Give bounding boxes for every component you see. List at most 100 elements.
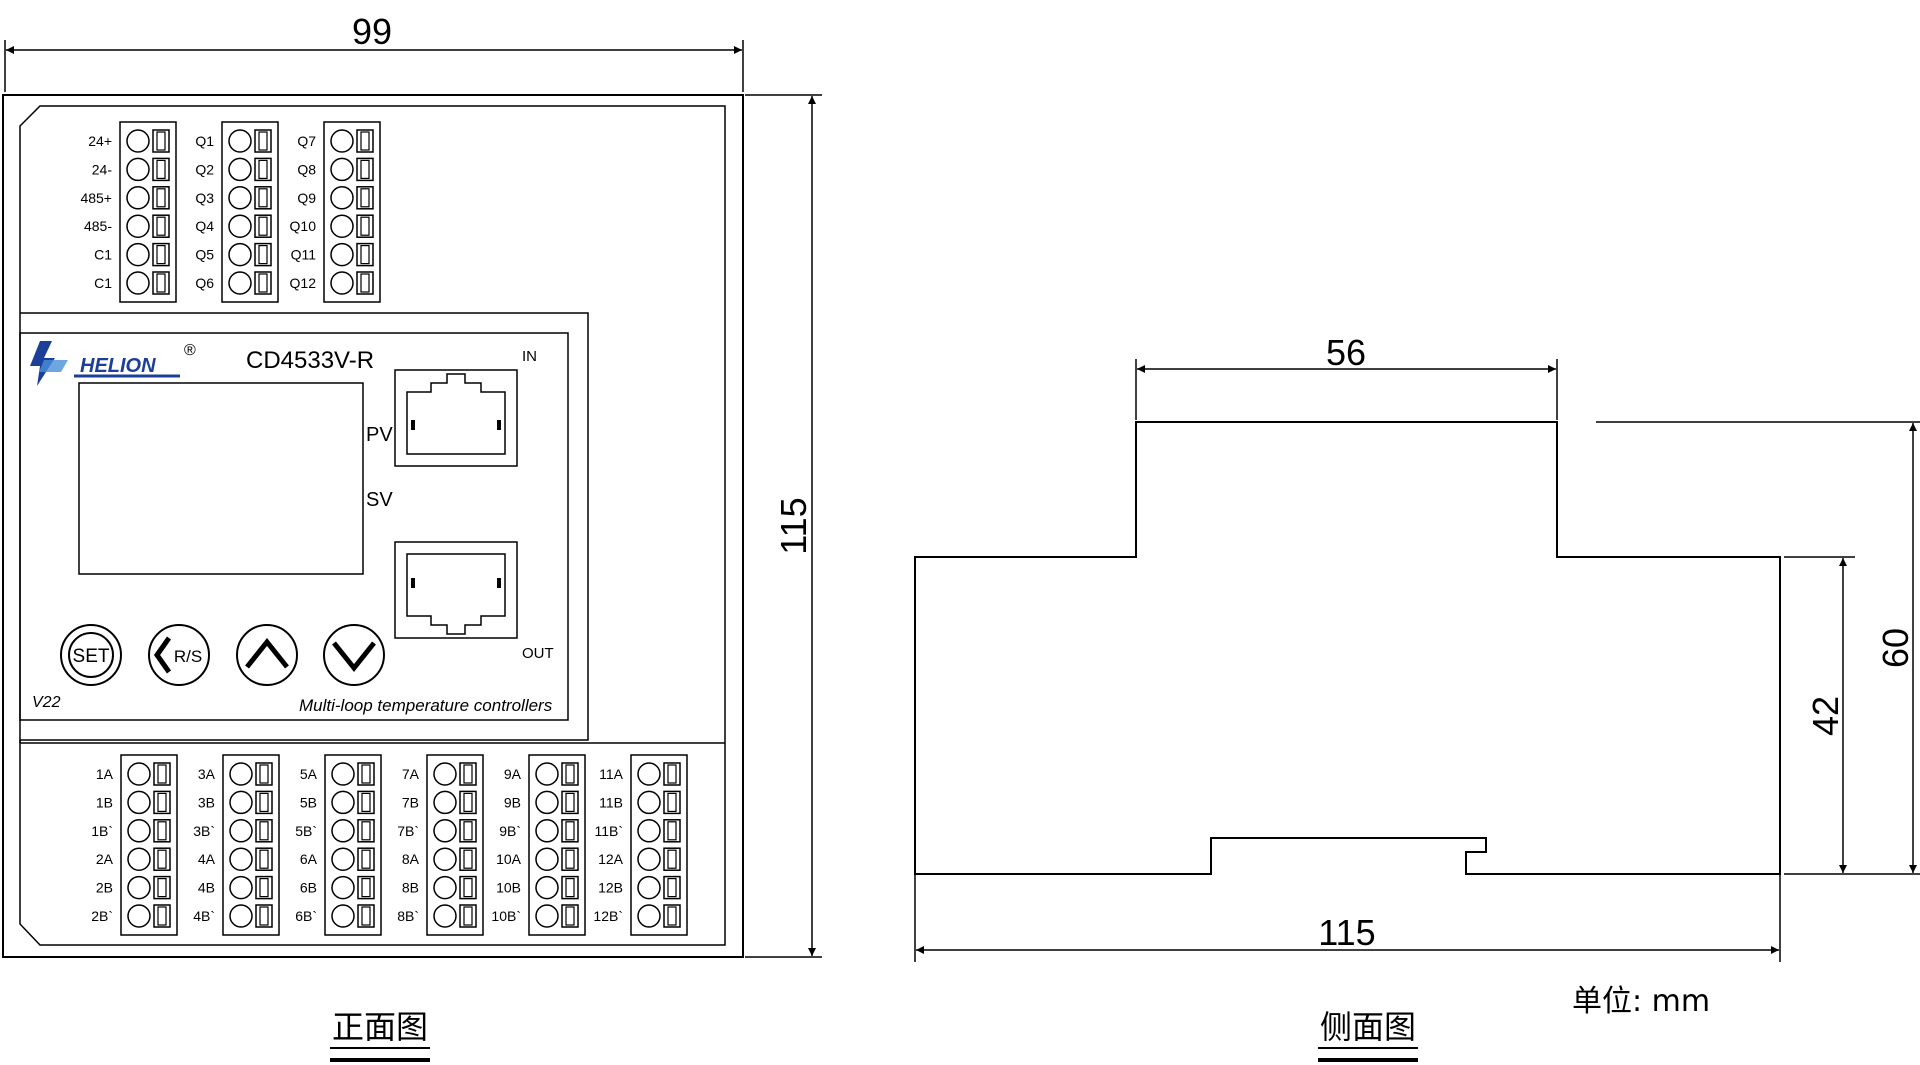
top-terminal-area: 24+24-485+485-C1C1Q1Q2Q3Q4Q5Q6Q7Q8Q9Q10Q…: [20, 121, 589, 741]
helion-logo: HELION ®: [30, 341, 196, 386]
terminal-screw: [433, 762, 477, 786]
terminal-label: Q6: [195, 275, 214, 291]
terminal-label: 11B: [599, 794, 623, 810]
terminal-screw: [126, 157, 170, 182]
terminal-screw: [228, 157, 272, 182]
terminal-screw: [330, 186, 374, 210]
front-height-dimension: 115: [745, 94, 822, 958]
terminal-label: 8B: [402, 880, 419, 896]
terminal-screw: [228, 129, 272, 153]
terminal-label: 12A: [598, 851, 624, 867]
bottom-terminal-blocks: 1A1B1B`2A2B2B`3A3B3B`4A4B4B`5A5B5B`6A6B6…: [91, 754, 688, 936]
terminal-label: 5A: [300, 766, 318, 782]
terminal-screw: [535, 819, 579, 843]
pv-label: PV: [366, 424, 393, 446]
terminal-screw: [126, 129, 170, 153]
terminal-screw: [126, 186, 170, 210]
terminal-screw: [433, 904, 477, 928]
terminal-label: 7A: [402, 766, 420, 782]
run-stop-button[interactable]: R/S: [148, 624, 210, 686]
terminal-label: C1: [94, 275, 112, 291]
terminal-screw: [433, 790, 477, 815]
logo-registered-mark: ®: [184, 342, 196, 359]
terminal-screw: [228, 186, 272, 210]
terminal-label: 24-: [92, 161, 113, 177]
side-top-value: 56: [1326, 332, 1366, 373]
side-profile-outline: [914, 421, 1781, 875]
terminal-label: 24+: [88, 133, 112, 149]
terminal-label: 9B: [504, 794, 521, 810]
terminal-label: 8A: [402, 851, 420, 867]
terminal-screw: [330, 214, 374, 238]
terminal-label: 2A: [96, 851, 114, 867]
front-width-dimension: 99: [4, 11, 744, 92]
terminal-screw: [331, 875, 375, 900]
terminal-screw: [126, 214, 170, 238]
terminal-label: 11A: [599, 766, 624, 782]
terminal-screw: [228, 271, 272, 295]
front-width-value: 99: [352, 11, 392, 52]
terminal-label: 1A: [96, 766, 114, 782]
terminal-screw: [228, 214, 272, 238]
terminal-screw: [229, 790, 273, 815]
up-button[interactable]: [236, 624, 298, 686]
up-arrow-icon: [245, 637, 289, 669]
terminal-label: 2B: [96, 880, 113, 896]
terminal-screw: [535, 847, 579, 871]
front-height-value: 115: [773, 497, 814, 554]
terminal-label: 5B`: [295, 823, 317, 839]
terminal-label: 10B: [496, 880, 521, 896]
terminal-screw: [330, 129, 374, 153]
terminal-label: 7B`: [397, 823, 419, 839]
terminal-label: 4B: [198, 880, 215, 896]
terminal-screw: [229, 904, 273, 928]
terminal-label: 485-: [84, 218, 112, 234]
terminal-label: 2B`: [91, 908, 113, 924]
terminal-label: 4A: [198, 851, 216, 867]
terminal-label: 485+: [80, 190, 112, 206]
port-in-label: IN: [522, 348, 537, 365]
front-housing-inner-outline: [19, 105, 726, 946]
terminal-label: 7B: [402, 794, 419, 810]
terminal-screw: [331, 819, 375, 843]
terminal-label: Q8: [297, 161, 316, 177]
terminal-screw: [127, 875, 171, 900]
terminal-screw: [331, 762, 375, 786]
side-right-dimensions: 42 60: [1596, 421, 1920, 875]
terminal-label: Q12: [290, 275, 317, 291]
port-out-label: OUT: [522, 645, 554, 662]
terminal-screw: [127, 790, 171, 815]
top-terminal-blocks: 24+24-485+485-C1C1Q1Q2Q3Q4Q5Q6Q7Q8Q9Q10Q…: [80, 121, 381, 303]
terminal-label: 12B`: [593, 908, 623, 924]
model-name: CD4533V-R: [246, 347, 374, 374]
terminal-label: 11B`: [594, 823, 623, 839]
terminal-screw: [126, 271, 170, 295]
terminal-label: Q2: [195, 161, 214, 177]
terminal-screw: [331, 790, 375, 815]
terminal-screw: [331, 904, 375, 928]
terminal-screw: [433, 875, 477, 900]
terminal-screw: [433, 847, 477, 871]
down-button[interactable]: [323, 624, 385, 686]
front-view-caption: 正面图: [332, 1008, 428, 1046]
terminal-label: Q3: [195, 190, 214, 206]
terminal-screw: [229, 875, 273, 900]
side-right-inner-value: 42: [1805, 696, 1846, 736]
side-right-outer-value: 60: [1875, 628, 1916, 668]
terminal-screw: [229, 762, 273, 786]
terminal-screw: [229, 819, 273, 843]
terminal-screw: [229, 847, 273, 871]
tagline: Multi-loop temperature controllers: [299, 696, 553, 715]
terminal-screw: [535, 762, 579, 786]
set-button[interactable]: SET: [60, 624, 122, 686]
side-view-caption: 侧面图: [1320, 1008, 1416, 1046]
terminal-label: 1B`: [91, 823, 113, 839]
front-housing-outline: [2, 94, 744, 958]
